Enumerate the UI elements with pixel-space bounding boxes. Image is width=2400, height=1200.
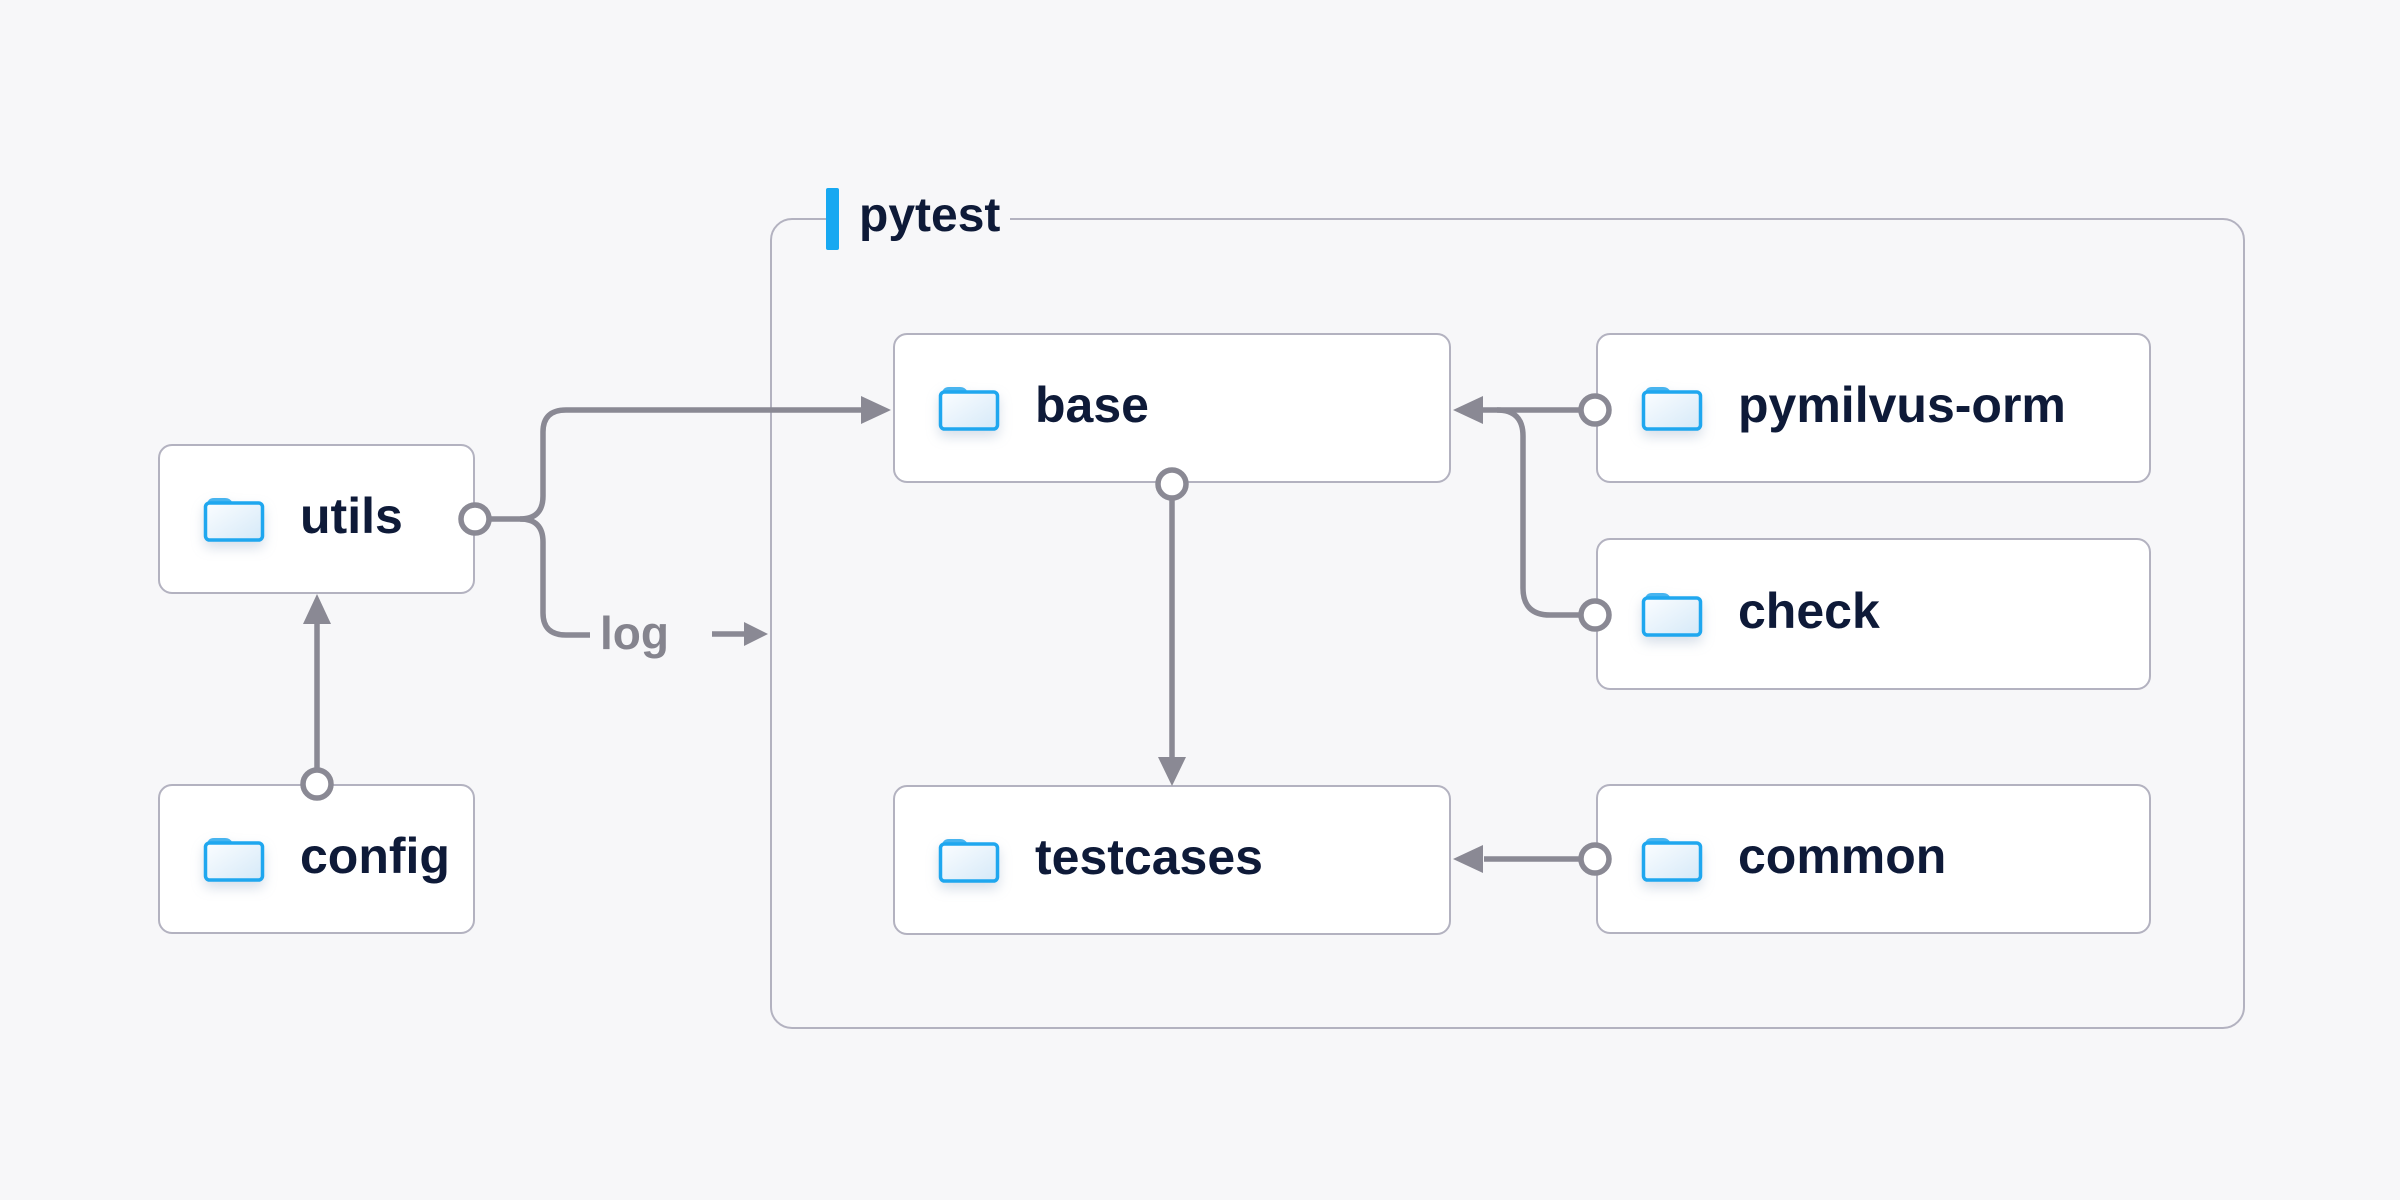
folder-icon — [1641, 838, 1703, 882]
node-label: pymilvus-orm — [1738, 377, 2066, 433]
node-check: check — [1596, 538, 2151, 690]
edge-label-log: log — [600, 607, 669, 659]
arrowhead-up-utils — [303, 594, 331, 624]
node-base: base — [893, 333, 1451, 483]
pytest-group-label-text: pytest — [859, 189, 1001, 242]
folder-icon — [203, 498, 265, 542]
folder-icon — [1641, 593, 1703, 637]
node-pymilvus-orm: pymilvus-orm — [1596, 333, 2151, 483]
accent-bar — [826, 188, 839, 250]
edge-utils-log — [519, 516, 590, 638]
node-label: check — [1738, 583, 1880, 639]
folder-icon — [1641, 387, 1703, 431]
folder-icon — [938, 387, 1000, 431]
node-label: base — [1035, 377, 1149, 433]
folder-icon — [203, 838, 265, 882]
node-testcases: testcases — [893, 785, 1451, 935]
arrowhead-log — [744, 622, 768, 646]
node-config: config — [158, 784, 475, 934]
node-label: utils — [300, 488, 403, 544]
pytest-group-label: pytest — [826, 188, 1011, 250]
node-label: config — [300, 828, 450, 884]
pytest-group-container — [770, 218, 2245, 1029]
node-label: testcases — [1035, 829, 1263, 885]
node-label: common — [1738, 828, 1947, 884]
node-common: common — [1596, 784, 2151, 934]
folder-icon — [938, 839, 1000, 883]
node-utils: utils — [158, 444, 475, 594]
